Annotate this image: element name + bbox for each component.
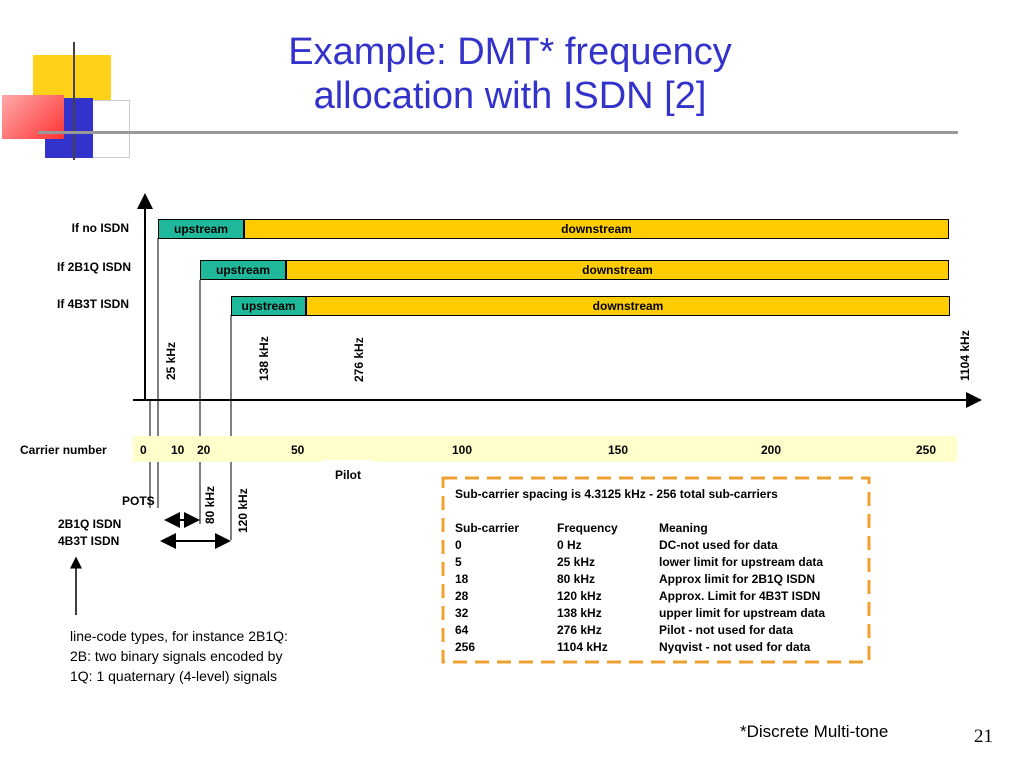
carrier-200: 200 bbox=[761, 443, 782, 457]
header-subcarrier: Sub-carrier bbox=[455, 521, 520, 535]
table-row: 18 80 kHz Approx limit for 2B1Q ISDN bbox=[455, 571, 825, 588]
bar-downstream-4b3t: downstream bbox=[306, 296, 950, 316]
row-label-2b1q: If 2B1Q ISDN bbox=[56, 260, 131, 274]
cell: Approx limit for 2B1Q ISDN bbox=[659, 572, 816, 586]
cell: 80 kHz bbox=[557, 572, 596, 586]
pots-label: POTS bbox=[122, 494, 155, 508]
note-line-2: 2B: two binary signals encoded by bbox=[70, 648, 283, 664]
cell: DC-not used for data bbox=[659, 538, 778, 552]
carrier-250: 250 bbox=[916, 443, 937, 457]
carrier-100: 100 bbox=[452, 443, 473, 457]
table-body: Sub-carrier Frequency Meaning 0 0 Hz DC-no… bbox=[455, 520, 825, 656]
cell: lower limit for upstream data bbox=[659, 555, 824, 569]
title-rule bbox=[38, 131, 958, 134]
cell: 138 kHz bbox=[557, 606, 602, 620]
table-border bbox=[441, 476, 871, 664]
subcarrier-table: Sub-carrier spacing is 4.3125 kHz - 256 … bbox=[455, 486, 825, 656]
cell: Nyqvist - not used for data bbox=[659, 640, 811, 654]
note-line-3: 1Q: 1 quaternary (4-level) signals bbox=[70, 668, 277, 684]
label-276khz: 276 kHz bbox=[352, 337, 366, 382]
pilot-label: Pilot bbox=[335, 468, 361, 482]
isdn-4b3t-label: 4B3T ISDN bbox=[58, 534, 120, 548]
carrier-150: 150 bbox=[608, 443, 629, 457]
bar-downstream-no-isdn: downstream bbox=[244, 219, 949, 239]
cell: 18 bbox=[455, 572, 469, 586]
table-header-row: Sub-carrier Frequency Meaning bbox=[455, 520, 825, 537]
label-25khz: 25 kHz bbox=[164, 341, 178, 380]
row-label-4b3t: If 4B3T ISDN bbox=[56, 297, 129, 311]
line-code-note: line-code types, for instance 2B1Q: 2B: … bbox=[70, 626, 288, 686]
label-138khz: 138 kHz bbox=[257, 336, 271, 381]
bar-downstream-2b1q: downstream bbox=[286, 260, 949, 280]
cell: 256 bbox=[455, 640, 476, 654]
footnote: *Discrete Multi-tone bbox=[740, 722, 889, 741]
isdn-2b1q-label: 2B1Q ISDN bbox=[58, 517, 122, 531]
page-number: 21 bbox=[974, 726, 993, 747]
table-row: 32 138 kHz upper limit for upstream data bbox=[455, 605, 825, 622]
cell: 0 Hz bbox=[557, 538, 582, 552]
table-heading: Sub-carrier spacing is 4.3125 kHz - 256 … bbox=[455, 487, 778, 501]
cell: 64 bbox=[455, 623, 469, 637]
cell: Pilot - not used for data bbox=[659, 623, 793, 637]
cell: 120 kHz bbox=[557, 589, 602, 603]
note-line-1: line-code types, for instance 2B1Q: bbox=[70, 628, 288, 644]
table-row: 5 25 kHz lower limit for upstream data bbox=[455, 554, 825, 571]
cell: 276 kHz bbox=[557, 623, 602, 637]
bar-upstream-4b3t: upstream bbox=[231, 296, 306, 316]
cell: 25 kHz bbox=[557, 555, 596, 569]
bar-upstream-2b1q: upstream bbox=[200, 260, 286, 280]
page-title: Example: DMT* frequency allocation with … bbox=[160, 30, 860, 118]
cell: 0 bbox=[455, 538, 462, 552]
table-row: 256 1104 kHz Nyqvist - not used for data bbox=[455, 639, 825, 656]
carrier-number-label: Carrier number bbox=[20, 443, 107, 457]
carrier-20: 20 bbox=[197, 443, 211, 457]
header-meaning: Meaning bbox=[659, 521, 708, 535]
cell: 32 bbox=[455, 606, 469, 620]
cell: 5 bbox=[455, 555, 462, 569]
carrier-strip bbox=[133, 436, 957, 462]
bar-upstream-no-isdn: upstream bbox=[158, 219, 244, 239]
label-80khz: 80 kHz bbox=[203, 485, 217, 524]
header-frequency: Frequency bbox=[557, 521, 618, 535]
carrier-0: 0 bbox=[140, 443, 147, 457]
table-row: 64 276 kHz Pilot - not used for data bbox=[455, 622, 825, 639]
table-row: 28 120 kHz Approx. Limit for 4B3T ISDN bbox=[455, 588, 825, 605]
cell: Approx. Limit for 4B3T ISDN bbox=[659, 589, 821, 603]
carrier-10: 10 bbox=[171, 443, 185, 457]
cell: 1104 kHz bbox=[557, 640, 608, 654]
row-label-no-isdn: If no ISDN bbox=[71, 221, 129, 235]
title-line-2: allocation with ISDN [2] bbox=[313, 75, 707, 117]
carrier-50: 50 bbox=[291, 443, 305, 457]
table-row: 0 0 Hz DC-not used for data bbox=[455, 537, 825, 554]
pilot-gap bbox=[322, 460, 374, 468]
label-120khz: 120 kHz bbox=[236, 488, 250, 533]
cell: upper limit for upstream data bbox=[659, 606, 826, 620]
cell: 28 bbox=[455, 589, 469, 603]
label-1104khz: 1104 kHz bbox=[958, 330, 972, 381]
title-line-1: Example: DMT* frequency bbox=[288, 31, 732, 73]
logo-vertical-line bbox=[73, 42, 75, 160]
